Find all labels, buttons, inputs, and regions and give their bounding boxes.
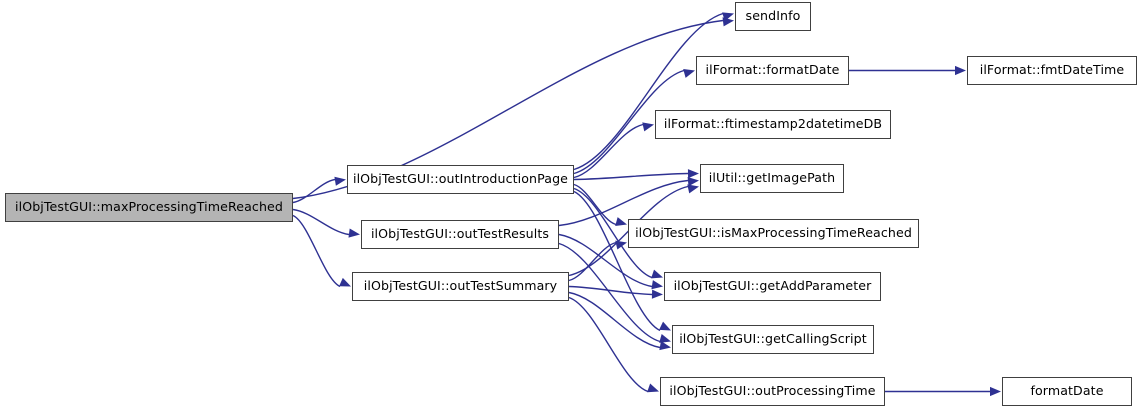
graph-node-label: ilObjTestGUI::outProcessingTime (669, 383, 876, 399)
edge-arrowhead (339, 277, 351, 287)
graph-node-label: ilObjTestGUI::outTestResults (370, 226, 550, 242)
edge-arrowhead (651, 269, 663, 279)
edge-arrowhead (687, 169, 699, 179)
graph-node-label: ilObjTestGUI::maxProcessingTimeReached (15, 199, 283, 215)
graph-node-outIntroductionPage[interactable]: ilObjTestGUI::outIntroductionPage (347, 165, 574, 194)
edge-arrowhead (659, 341, 671, 351)
graph-node-sendInfo[interactable]: sendInfo (735, 2, 811, 31)
edge-outIntroductionPage-to-getImagePath (573, 172, 689, 181)
edge-outTestSummary-to-getAddParameter (568, 285, 653, 296)
edge-outTestSummary-to-isMaxProcessingTimeReached (568, 241, 617, 282)
edge-arrowhead (642, 122, 654, 132)
graph-node-ftimestamp2datetimeDB[interactable]: ilFormat::ftimestamp2datetimeDB (655, 110, 891, 139)
graph-node-outTestSummary[interactable]: ilObjTestGUI::outTestSummary (352, 272, 569, 301)
edge-arrowhead (615, 240, 627, 250)
edge-outIntroductionPage-to-ftimestamp2datetimeDB (573, 123, 644, 179)
graph-node-label: formatDate (1030, 383, 1104, 399)
edge-arrowhead (683, 68, 695, 78)
graph-node-getAddParameter[interactable]: ilObjTestGUI::getAddParameter (664, 272, 881, 301)
graph-node-label: ilObjTestGUI::isMaxProcessingTimeReached (635, 225, 912, 241)
graph-node-getImagePath[interactable]: ilUtil::getImagePath (700, 164, 844, 193)
edge-arrowhead (334, 176, 346, 186)
graph-node-maxProcessingTimeReached[interactable]: ilObjTestGUI::maxProcessingTimeReached (5, 193, 293, 222)
graph-node-label: ilObjTestGUI::getCallingScript (679, 331, 867, 347)
edge-outTestResults-to-getCallingScript (558, 242, 661, 343)
graph-node-label: ilObjTestGUI::outIntroductionPage (352, 171, 569, 187)
edge-arrowhead (615, 217, 627, 226)
edge-maxProcessingTimeReached-to-outIntroductionPage (292, 178, 336, 204)
edge-arrowhead (647, 383, 659, 393)
graph-node-label: sendInfo (745, 8, 801, 24)
edge-outTestSummary-to-outProcessingTime (568, 296, 649, 393)
edge-outIntroductionPage-to-getCallingScript (573, 190, 661, 332)
graph-node-label: ilUtil::getImagePath (708, 170, 836, 186)
edge-arrowhead (990, 386, 1001, 397)
edge-maxProcessingTimeReached-to-outTestSummary (292, 214, 341, 288)
graph-node-fmtDateTime[interactable]: ilFormat::fmtDateTime (967, 56, 1137, 85)
edge-arrowhead (651, 280, 663, 290)
edge-outIntroductionPage-to-sendInfo (573, 12, 724, 171)
graph-node-label: ilFormat::fmtDateTime (979, 62, 1125, 78)
edge-arrowhead (722, 17, 734, 27)
graph-node-formatDate[interactable]: formatDate (1002, 377, 1132, 406)
graph-node-label: ilFormat::ftimestamp2datetimeDB (663, 116, 883, 132)
edge-arrowhead (722, 12, 734, 22)
edge-arrowhead (659, 334, 671, 343)
edge-arrowhead (348, 228, 360, 238)
edge-arrowhead (659, 321, 671, 331)
graph-node-getCallingScript[interactable]: ilObjTestGUI::getCallingScript (672, 325, 874, 354)
graph-node-label: ilFormat::formatDate (705, 62, 840, 78)
edge-outTestSummary-to-getCallingScript (568, 291, 661, 349)
graph-node-outProcessingTime[interactable]: ilObjTestGUI::outProcessingTime (660, 377, 885, 406)
graph-node-formatDateNs[interactable]: ilFormat::formatDate (696, 56, 849, 85)
edge-arrowhead (687, 177, 699, 187)
edge-arrowhead (687, 184, 699, 194)
edge-arrowhead (955, 65, 966, 76)
graph-node-label: ilObjTestGUI::getAddParameter (673, 278, 872, 294)
graph-node-label: ilObjTestGUI::outTestSummary (363, 278, 558, 294)
edge-outIntroductionPage-to-isMaxProcessingTimeReached (573, 183, 617, 226)
graph-node-isMaxProcessingTimeReached[interactable]: ilObjTestGUI::isMaxProcessingTimeReached (628, 219, 919, 248)
edge-arrowhead (651, 289, 663, 299)
edge-maxProcessingTimeReached-to-outTestResults (292, 208, 350, 236)
graph-node-outTestResults[interactable]: ilObjTestGUI::outTestResults (361, 220, 559, 249)
